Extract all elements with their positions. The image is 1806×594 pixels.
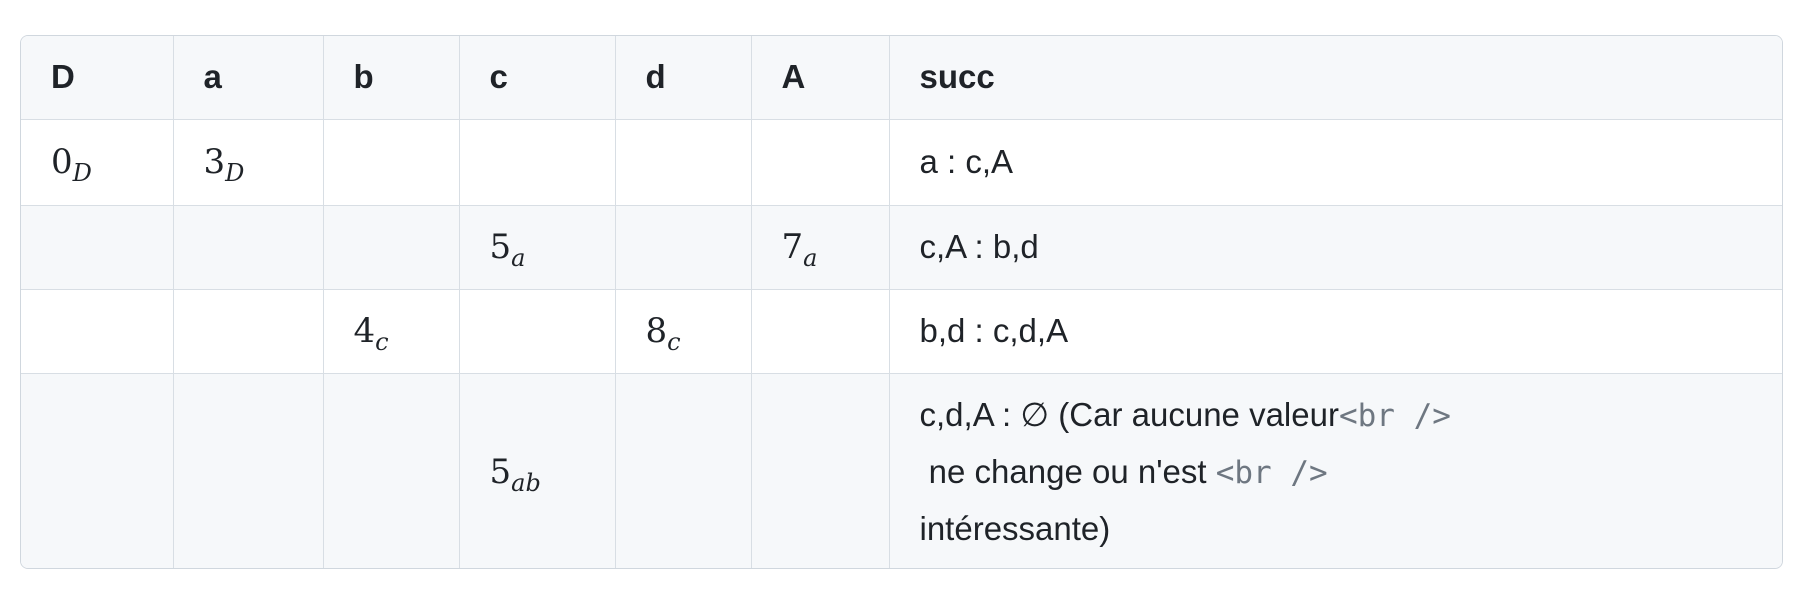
math-value: 8c <box>645 311 681 356</box>
table-row: 0D 3D a : c,A <box>21 119 1782 206</box>
cell-c <box>459 289 616 374</box>
table-row: 5ab c,d,A : ∅ (Car aucune valeur<br /> n… <box>21 373 1782 568</box>
cell-succ: c,A : b,d <box>889 205 1782 290</box>
header-cell-d: d <box>615 36 752 120</box>
cell-A <box>751 119 890 206</box>
math-value: 3D <box>203 142 245 187</box>
cell-b <box>323 373 460 568</box>
header-cell-b: b <box>323 36 460 120</box>
math-value: 0D <box>51 142 92 187</box>
cell-d <box>615 373 752 568</box>
cell-A <box>751 373 890 568</box>
header-cell-succ: succ <box>889 36 1782 120</box>
cell-c <box>459 119 616 206</box>
br-tag-text: <br /> <box>1215 454 1328 491</box>
cell-d <box>615 205 752 290</box>
cell-succ: c,d,A : ∅ (Car aucune valeur<br /> ne ch… <box>889 373 1782 568</box>
cell-A <box>751 289 890 374</box>
table-header-row: D a b c d A succ <box>21 36 1782 120</box>
cell-D <box>21 373 174 568</box>
cell-a <box>173 289 324 374</box>
cell-a: 3D <box>173 119 324 206</box>
cell-succ: b,d : c,d,A <box>889 289 1782 374</box>
table-row: 4c 8c b,d : c,d,A <box>21 289 1782 374</box>
cell-d: 8c <box>615 289 752 374</box>
header-cell-a: a <box>173 36 324 120</box>
math-value: 5ab <box>489 451 541 497</box>
header-cell-D: D <box>21 36 174 120</box>
br-tag-text: <br /> <box>1338 397 1451 434</box>
header-cell-A: A <box>751 36 890 120</box>
data-table: D a b c d A succ 0D 3D <box>21 36 1782 568</box>
cell-A: 7a <box>751 205 890 290</box>
cell-b <box>323 119 460 206</box>
cell-a <box>173 373 324 568</box>
cell-c: 5ab <box>459 373 616 568</box>
cell-d <box>615 119 752 206</box>
succ-multiline-text: c,d,A : ∅ (Car aucune valeur<br /> ne ch… <box>919 395 1451 547</box>
cell-b <box>323 205 460 290</box>
math-value: 5a <box>489 227 526 272</box>
data-table-container: D a b c d A succ 0D 3D <box>20 35 1783 569</box>
math-value: 7a <box>781 227 818 272</box>
cell-c: 5a <box>459 205 616 290</box>
math-value: 4c <box>353 311 389 356</box>
cell-D <box>21 205 174 290</box>
cell-a <box>173 205 324 290</box>
cell-D <box>21 289 174 374</box>
cell-b: 4c <box>323 289 460 374</box>
cell-D: 0D <box>21 119 174 206</box>
cell-succ: a : c,A <box>889 119 1782 206</box>
header-cell-c: c <box>459 36 616 120</box>
table-row: 5a 7a c,A : b,d <box>21 205 1782 290</box>
